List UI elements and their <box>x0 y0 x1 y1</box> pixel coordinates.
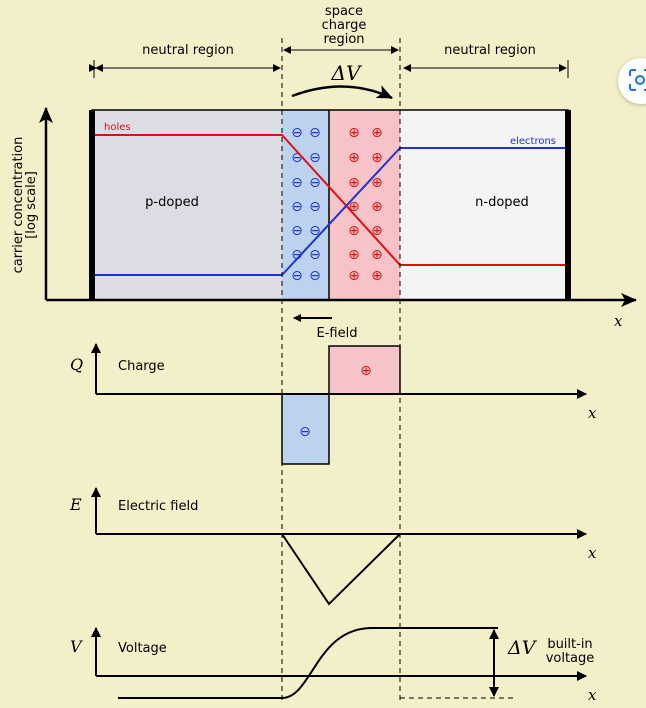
positive-ion: ⊕ <box>371 199 383 215</box>
charge-label: Charge <box>118 359 165 374</box>
negative-ion: ⊖ <box>291 175 303 191</box>
svg-text:built-in: built-in <box>547 637 592 652</box>
neutral-region-right-label: neutral region <box>444 43 536 58</box>
voltage-x-label: x <box>588 686 597 704</box>
electrons-concentration-line <box>95 147 565 276</box>
svg-text:voltage: voltage <box>546 651 595 666</box>
delta-v-curved-arrow <box>291 85 393 100</box>
positive-charge-block <box>328 345 401 395</box>
negative-ion: ⊖ <box>291 223 303 239</box>
field-profile-line <box>281 533 401 606</box>
negative-ion-grid: ⊖ ⊖ ⊖ ⊖ ⊖ ⊖ ⊖ ⊖ ⊖ ⊖ ⊖ ⊖ ⊖ ⊖ <box>291 125 321 284</box>
negative-ion: ⊖ <box>291 125 303 141</box>
negative-ion: ⊖ <box>309 223 321 239</box>
negative-ion: ⊖ <box>309 175 321 191</box>
positive-ion: ⊕ <box>371 268 383 284</box>
positive-ion: ⊕ <box>348 199 360 215</box>
negative-charge-block <box>281 393 330 465</box>
positive-ion: ⊕ <box>371 125 383 141</box>
negative-ion: ⊖ <box>291 199 303 215</box>
voltage-label: Voltage <box>118 641 167 656</box>
positive-ion-grid: ⊕ ⊕ ⊕ ⊕ ⊕ ⊕ ⊕ ⊕ ⊕ ⊕ ⊕ ⊕ ⊕ ⊕ <box>348 125 383 284</box>
e-field-label: E-field <box>317 326 358 341</box>
p-doped-label: p-doped <box>145 195 199 210</box>
negative-ion: ⊖ <box>291 247 303 263</box>
svg-text:region: region <box>323 32 364 47</box>
positive-ion: ⊕ <box>371 223 383 239</box>
depletion-positive-region <box>329 110 400 300</box>
negative-charge-sign: ⊖ <box>299 424 311 440</box>
negative-ion: ⊖ <box>309 125 321 141</box>
neutral-region-left-label: neutral region <box>142 43 234 58</box>
delta-v-top-label: ΔV <box>331 61 363 85</box>
concentration-axis-label: carrier concentration [log scale] <box>11 137 39 274</box>
field-symbol: E <box>69 495 82 514</box>
positive-ion: ⊕ <box>348 247 360 263</box>
electrons-label: electrons <box>510 136 556 147</box>
space-charge-region-label: space charge region <box>322 4 367 47</box>
n-doped-region <box>400 110 568 300</box>
positive-ion: ⊕ <box>371 150 383 166</box>
field-x-label: x <box>588 544 597 562</box>
holes-concentration-line <box>95 134 565 266</box>
svg-text:charge: charge <box>322 18 367 33</box>
electric-field-label: Electric field <box>118 499 198 514</box>
built-in-voltage-label: built-in voltage <box>546 637 595 666</box>
charge-symbol: Q <box>70 355 83 374</box>
negative-ion: ⊖ <box>309 199 321 215</box>
delta-v-side-label: ΔV <box>507 637 538 659</box>
positive-ion: ⊕ <box>371 175 383 191</box>
negative-ion: ⊖ <box>309 268 321 284</box>
svg-text:space: space <box>325 4 363 19</box>
p-doped-region <box>92 110 282 300</box>
positive-ion: ⊕ <box>348 150 360 166</box>
positive-ion: ⊕ <box>348 223 360 239</box>
scan-image-icon <box>629 69 646 91</box>
positive-ion: ⊕ <box>348 125 360 141</box>
voltage-symbol: V <box>70 637 83 656</box>
main-x-axis-label: x <box>614 312 623 330</box>
charge-x-label: x <box>588 404 597 422</box>
positive-ion: ⊕ <box>371 247 383 263</box>
depletion-negative-region <box>282 110 329 300</box>
voltage-profile-line <box>118 627 498 699</box>
svg-text:carrier concentration: carrier concentration <box>11 137 26 274</box>
svg-text:[log scale]: [log scale] <box>24 171 39 239</box>
negative-ion: ⊖ <box>291 150 303 166</box>
negative-ion: ⊖ <box>291 268 303 284</box>
negative-ion: ⊖ <box>309 150 321 166</box>
n-doped-label: n-doped <box>475 195 529 210</box>
positive-charge-sign: ⊕ <box>360 363 372 379</box>
positive-ion: ⊕ <box>348 175 360 191</box>
negative-ion: ⊖ <box>309 247 321 263</box>
holes-label: holes <box>104 122 131 133</box>
positive-ion: ⊕ <box>348 268 360 284</box>
